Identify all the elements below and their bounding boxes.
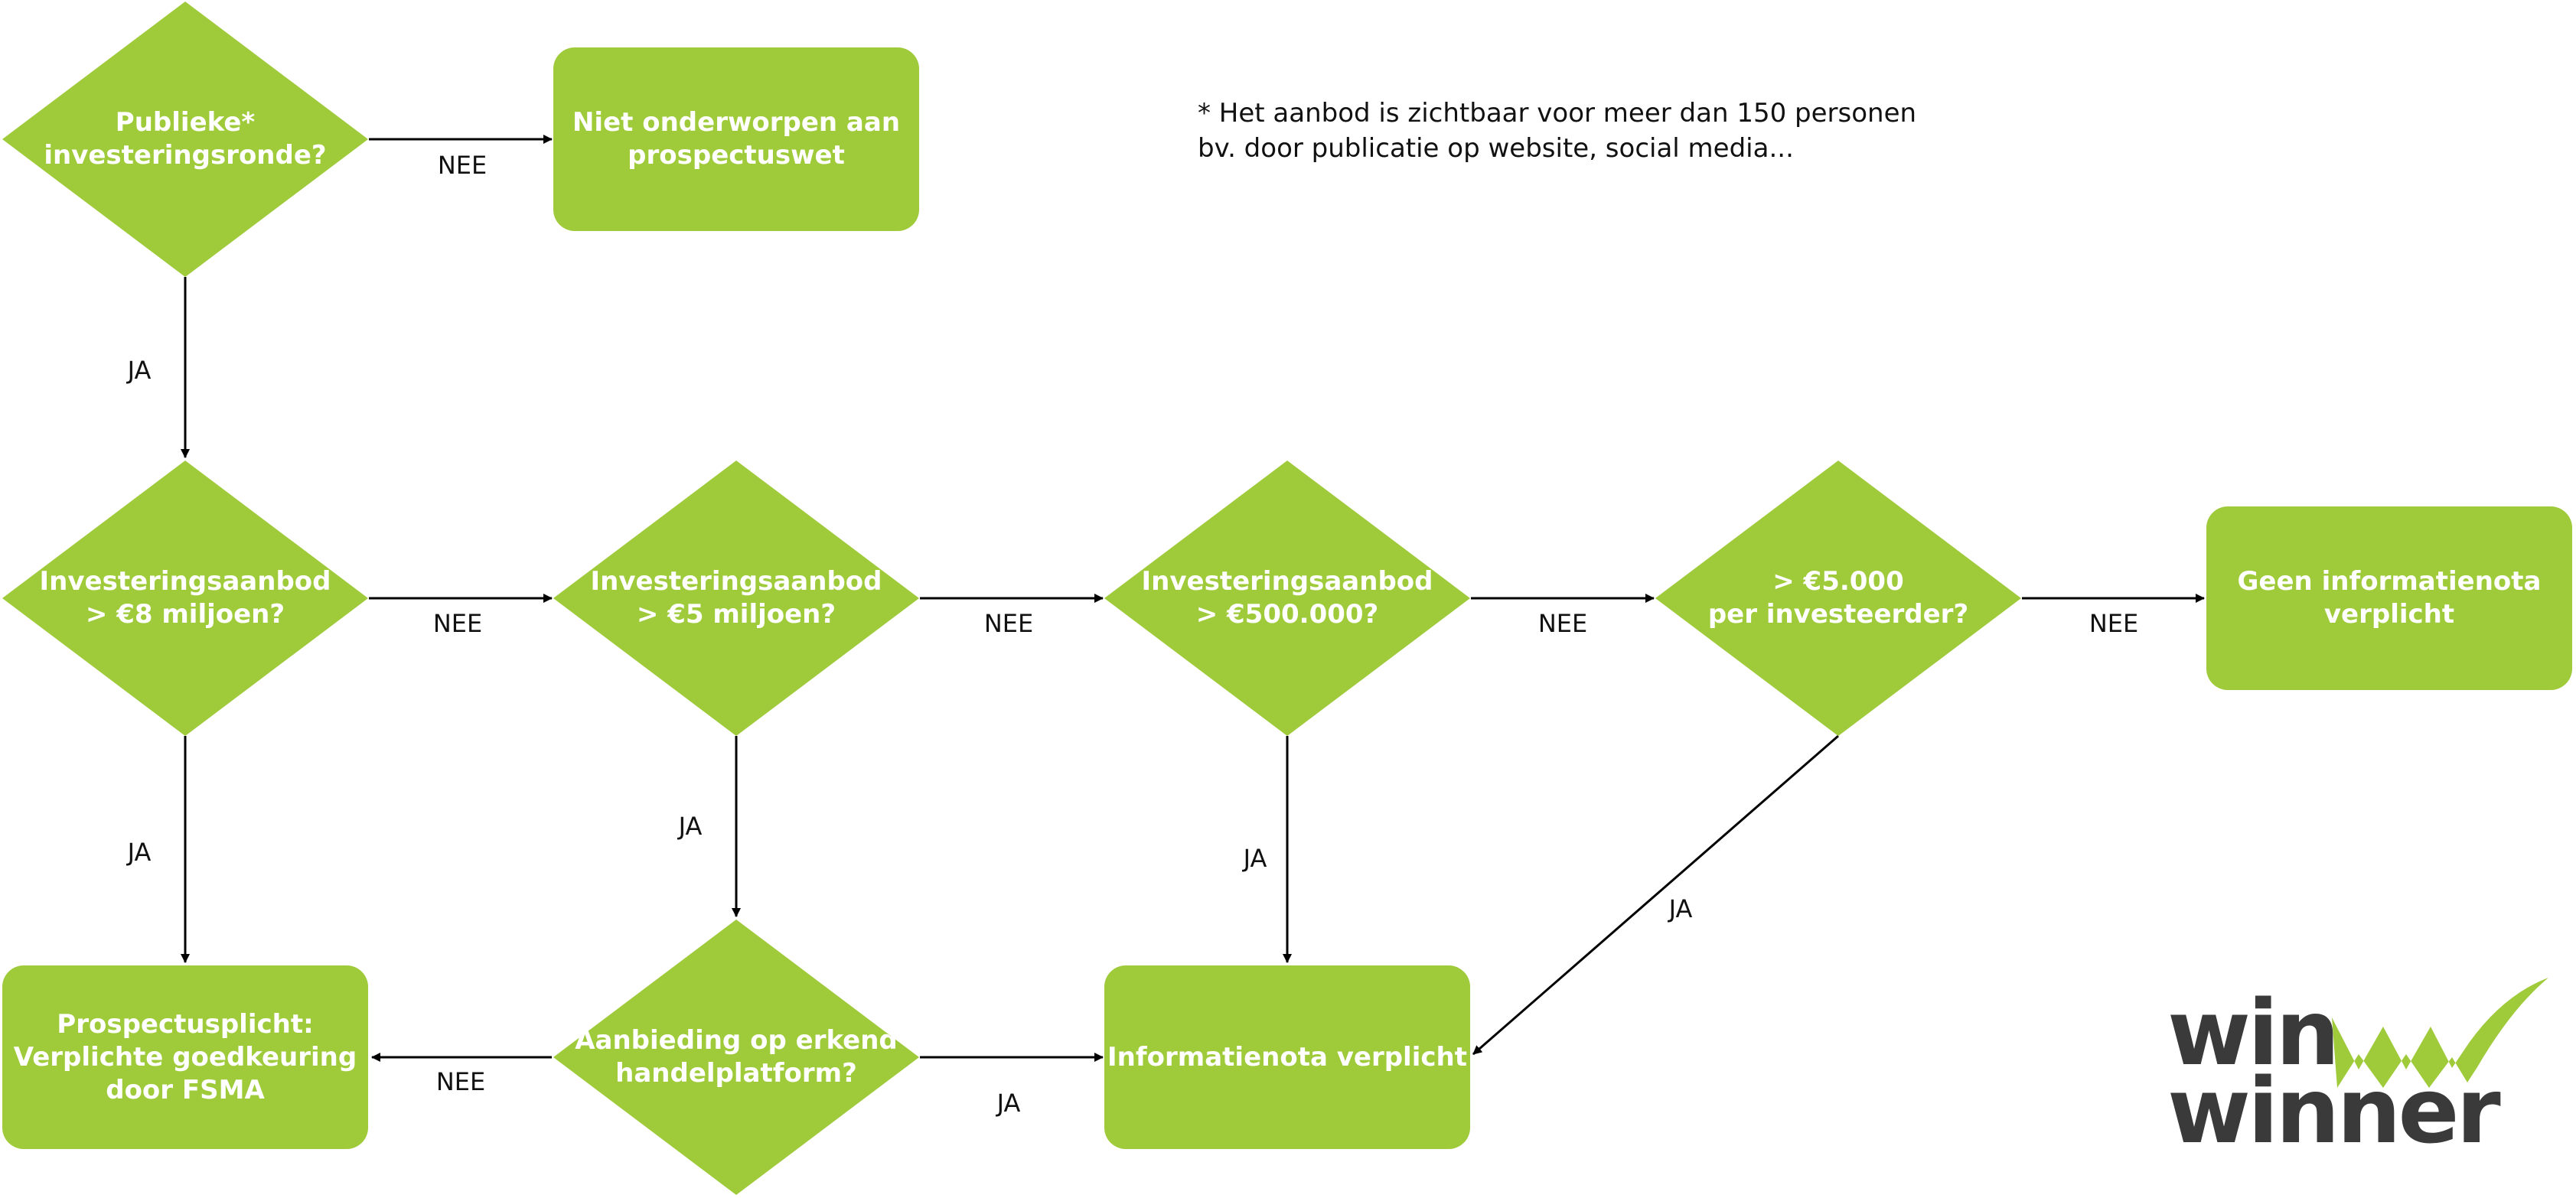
edge-d5k-to-info	[1472, 734, 1839, 1056]
decision-d500k: Investeringsaanbod > €500.000?	[1104, 461, 1470, 736]
decision-publieke: Publieke* investeringsronde?	[2, 2, 368, 277]
logo-text-winner: winner	[2167, 1058, 2501, 1164]
decision-d8m: Investeringsaanbod > €8 miljoen?	[2, 461, 368, 736]
node-label: Aanbieding op erkend handelplatform?	[575, 1025, 898, 1089]
decision-aanbieding: Aanbieding op erkend handelplatform?	[553, 920, 919, 1195]
diamond-shape	[553, 920, 919, 1195]
edge-label-ja: JA	[127, 356, 152, 385]
winwinner-logo: win winner	[2167, 972, 2550, 1170]
edge-label-nee: NEE	[1537, 609, 1588, 638]
node-label: Geen informatienota verplicht	[2237, 566, 2542, 630]
footnote-line-1: * Het aanbod is zichtbaar voor meer dan …	[1198, 98, 1917, 129]
decision-d5m: Investeringsaanbod > €5 miljoen?	[553, 461, 919, 736]
diamond-shape	[2, 461, 368, 736]
edge-label-ja: JA	[1668, 894, 1693, 923]
edge-label-nee: NEE	[983, 609, 1034, 638]
edge-label-ja: JA	[996, 1089, 1021, 1118]
node-label: Prospectusplicht: Verplichte goedkeuring…	[13, 1008, 357, 1105]
node-label: > €5.000 per investeerder?	[1707, 566, 1969, 630]
outcome-prospectus: Prospectusplicht: Verplichte goedkeuring…	[2, 965, 368, 1149]
outcome-info: Informatienota verplicht	[1104, 965, 1470, 1149]
diamond-fill	[1104, 461, 1470, 736]
diamond-shape	[553, 461, 919, 736]
node-label: Investeringsaanbod > €500.000?	[1141, 566, 1433, 630]
footnote-line-2: bv. door publicatie op website, social m…	[1198, 133, 1794, 164]
logo-text-win: win	[2167, 980, 2340, 1086]
diamond-fill	[553, 920, 919, 1195]
edge-label-ja: JA	[678, 812, 703, 841]
edge-label-nee: NEE	[432, 609, 483, 638]
node-label: Informatienota verplicht	[1107, 1041, 1467, 1073]
edge-label-ja: JA	[1243, 844, 1267, 873]
diamond-fill	[553, 461, 919, 736]
logo-swoosh-mark	[2332, 978, 2548, 1088]
decision-d5k: > €5.000 per investeerder?	[1655, 461, 2021, 736]
diamond-fill	[1655, 461, 2021, 736]
diamond-shape	[2, 2, 368, 277]
diamond-fill	[2, 2, 368, 277]
diamond-fill	[2, 461, 368, 736]
node-label: Investeringsaanbod > €8 miljoen?	[39, 566, 331, 630]
node-label: Niet onderworpen aan prospectuswet	[572, 107, 901, 171]
diamond-shape	[1104, 461, 1470, 736]
outcome-niet: Niet onderworpen aan prospectuswet	[553, 47, 919, 231]
edge-label-nee: NEE	[437, 151, 487, 180]
edge-label-nee: NEE	[435, 1067, 486, 1096]
footnote: * Het aanbod is zichtbaar voor meer dan …	[1198, 96, 1916, 166]
node-label: Investeringsaanbod > €5 miljoen?	[590, 566, 882, 630]
logo-swoosh-icon	[2332, 978, 2548, 1088]
edge-label-ja: JA	[127, 838, 152, 867]
outcome-geen: Geen informatienota verplicht	[2206, 506, 2572, 690]
node-label: Publieke* investeringsronde?	[44, 107, 327, 171]
diamond-shape	[1655, 461, 2021, 736]
edge-label-nee: NEE	[2089, 609, 2139, 638]
